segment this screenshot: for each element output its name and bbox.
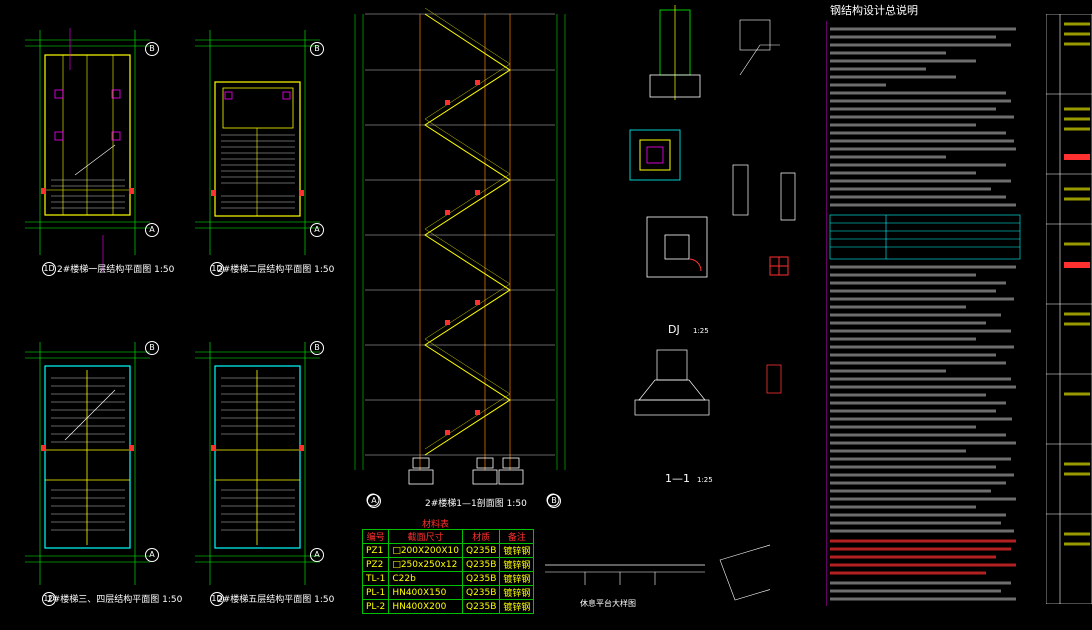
table-header: 编号 [361, 529, 390, 544]
table-cell: HN400X150 [388, 585, 463, 600]
platform-detail-drawing [545, 544, 770, 601]
plan-3-title: 2#楼梯三、四层结构平面图 1:50 [47, 595, 183, 605]
table-cell: 镀锌钢 [499, 543, 535, 558]
detail-1-1-name: 1—1 [665, 472, 690, 485]
dj-detail-scale: 1:25 [693, 327, 709, 335]
axis-mark-1d: 1D [42, 262, 56, 276]
table-header-row: 编号 截面尺寸 材质 备注 [361, 529, 535, 544]
table-cell: PL-1 [361, 585, 390, 600]
axis-mark-a: A [145, 223, 159, 237]
table-cell: Q235B [461, 543, 501, 558]
table-cell: □200X200X10 [388, 543, 463, 558]
table-cell: □250x250x12 [388, 557, 463, 572]
table-header: 截面尺寸 [388, 529, 463, 544]
section-title: 2#楼梯1—1剖面图 1:50 [425, 499, 527, 509]
plan-3: 2#楼梯三、四层结构平面图 1:50 [15, 330, 182, 610]
table-cell: 镀锌钢 [499, 599, 535, 614]
table-cell: 镀锌钢 [499, 585, 535, 600]
section-drawing [354, 7, 566, 507]
axis-mark-a: A [310, 548, 324, 562]
axis-mark-b: B [145, 341, 159, 355]
material-table-grid: 编号 截面尺寸 材质 备注 PZ1 □200X200X10 Q235B 镀锌钢 … [361, 529, 535, 614]
table-row: PL-1 HN400X150 Q235B 镀锌钢 [361, 585, 535, 600]
table-row: PZ1 □200X200X10 Q235B 镀锌钢 [361, 543, 535, 558]
right-strip-drawing [1046, 14, 1092, 604]
table-cell: PZ2 [361, 557, 390, 572]
table-header: 备注 [499, 529, 535, 544]
axis-mark-b: B [145, 42, 159, 56]
axis-mark-1d: 1D [210, 592, 224, 606]
plan-4-drawing [195, 342, 320, 585]
plan-1-title: 2#楼梯一层结构平面图 1:50 [57, 265, 175, 275]
plan-3-drawing [25, 342, 150, 585]
axis-mark-a: A [145, 548, 159, 562]
platform-detail-title: 休息平台大样图 [580, 599, 636, 608]
detail-1-1-scale: 1:25 [697, 476, 713, 484]
dj-detail-name: DJ [668, 323, 680, 336]
table-cell: PZ1 [361, 543, 390, 558]
plan-2-drawing [195, 30, 320, 255]
plan-4: 2#楼梯五层结构平面图 1:50 [185, 330, 334, 610]
plan-2: 2#楼梯二层结构平面图 1:50 [185, 10, 334, 280]
table-row: PZ2 □250x250x12 Q235B 镀锌钢 [361, 557, 535, 572]
table-cell: Q235B [461, 557, 501, 572]
column-details: DJ 1:25 1—1 1:25 休息平台大样图 [545, 5, 820, 608]
table-cell: 镀锌钢 [499, 557, 535, 572]
plan-1-drawing [25, 28, 150, 272]
table-cell: PL-2 [361, 599, 390, 614]
table-header: 材质 [461, 529, 501, 544]
axis-mark-1d: 1D [210, 262, 224, 276]
table-cell: C22b [388, 571, 463, 586]
table-cell: Q235B [461, 571, 501, 586]
table-row: TL-1 C22b Q235B 镀锌钢 [361, 571, 535, 586]
table-cell: Q235B [461, 599, 501, 614]
axis-mark-b: B [547, 494, 561, 508]
notes-title: 钢结构设计总说明 [830, 4, 918, 17]
plan-2-title: 2#楼梯二层结构平面图 1:50 [217, 265, 335, 275]
table-cell: Q235B [461, 585, 501, 600]
column-details-drawing [629, 5, 796, 416]
axis-mark-a: A [310, 223, 324, 237]
section-view: 2#楼梯1—1剖面图 1:50 [325, 0, 585, 520]
table-cell: TL-1 [361, 571, 390, 586]
table-cell: HN400X200 [388, 599, 463, 614]
axis-mark-1d: 1D [42, 592, 56, 606]
table-cell: 镀锌钢 [499, 571, 535, 586]
plan-1: 2#楼梯一层结构平面图 1:50 [15, 10, 174, 280]
material-table: 材料表 编号 截面尺寸 材质 备注 PZ1 □200X200X10 Q235B … [361, 517, 552, 614]
right-edge-strip [1046, 14, 1092, 604]
notes-text-lines [826, 21, 1021, 606]
design-notes: 钢结构设计总说明 [826, 2, 1026, 610]
table-row: PL-2 HN400X200 Q235B 镀锌钢 [361, 599, 535, 614]
axis-mark-b: B [310, 42, 324, 56]
material-table-title: 材料表 [422, 520, 450, 530]
axis-mark-b: B [310, 341, 324, 355]
plan-4-title: 2#楼梯五层结构平面图 1:50 [217, 595, 335, 605]
axis-mark-a: A [367, 494, 381, 508]
